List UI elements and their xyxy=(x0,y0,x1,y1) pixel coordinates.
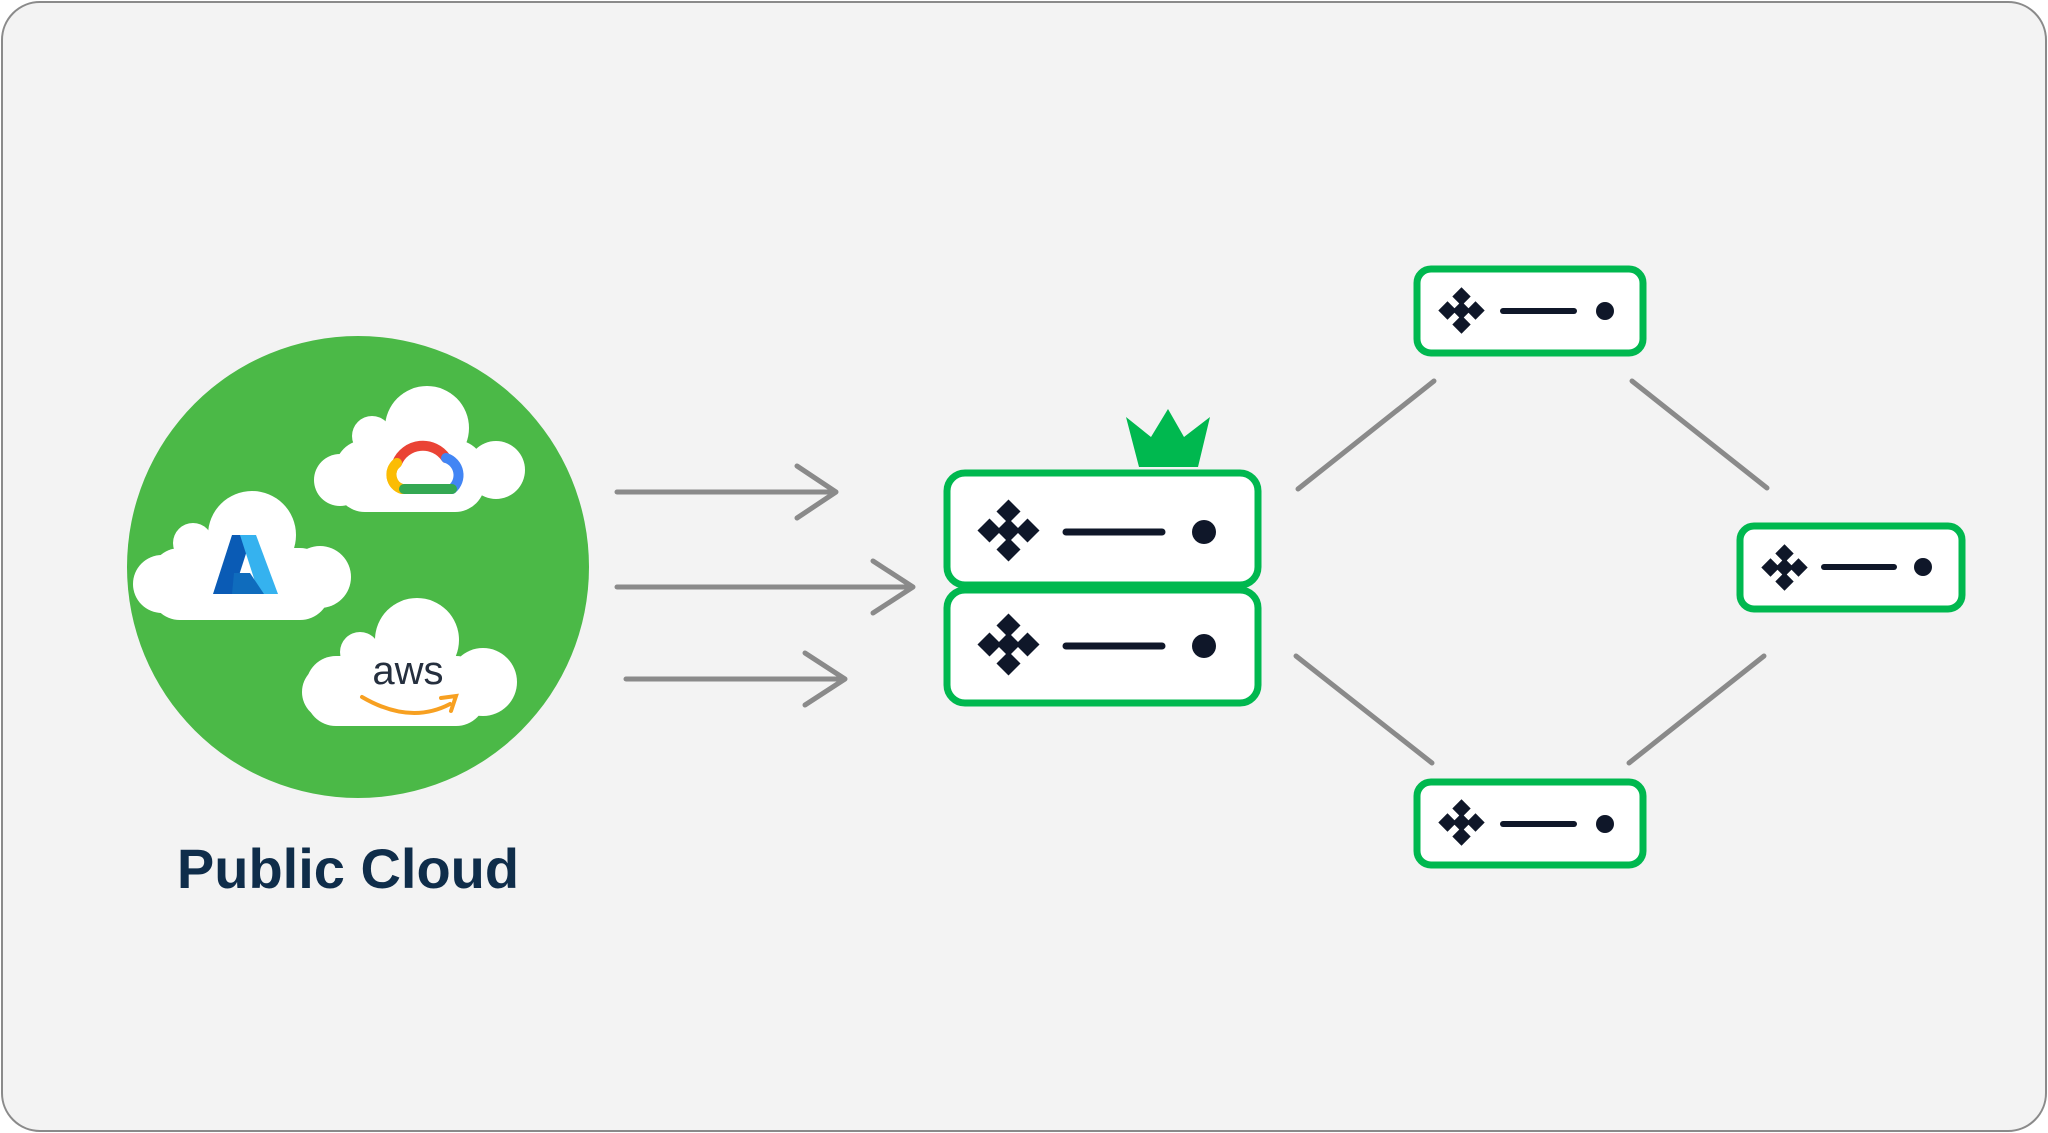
connection-lines xyxy=(1293,378,1770,766)
node-server-right xyxy=(1736,522,1966,613)
diamond-grid-icon xyxy=(1438,287,1485,334)
azure-logo: A xyxy=(213,535,278,594)
primary-server-bottom xyxy=(943,586,1262,707)
public-cloud-caption: Public Cloud xyxy=(177,837,519,900)
arrow-right-icon-1 xyxy=(614,463,839,521)
node-server-top xyxy=(1413,265,1647,357)
indicator-dot-icon xyxy=(1192,634,1216,658)
arrow-right-icon-2 xyxy=(614,558,916,616)
aws-wordmark: aws xyxy=(372,649,443,693)
indicator-dot-icon xyxy=(1914,558,1932,576)
arrow-right-icon-3 xyxy=(623,650,848,708)
aws-smile-icon xyxy=(360,693,459,715)
indicator-dot-icon xyxy=(1192,520,1216,544)
crown-icon xyxy=(1126,409,1210,467)
diamond-grid-icon xyxy=(1761,544,1808,591)
indicator-dot-icon xyxy=(1596,815,1614,833)
primary-server-top xyxy=(943,469,1262,589)
indicator-dot-icon xyxy=(1596,302,1614,320)
diamond-grid-icon xyxy=(1438,799,1485,846)
node-server-bottom xyxy=(1413,778,1647,869)
